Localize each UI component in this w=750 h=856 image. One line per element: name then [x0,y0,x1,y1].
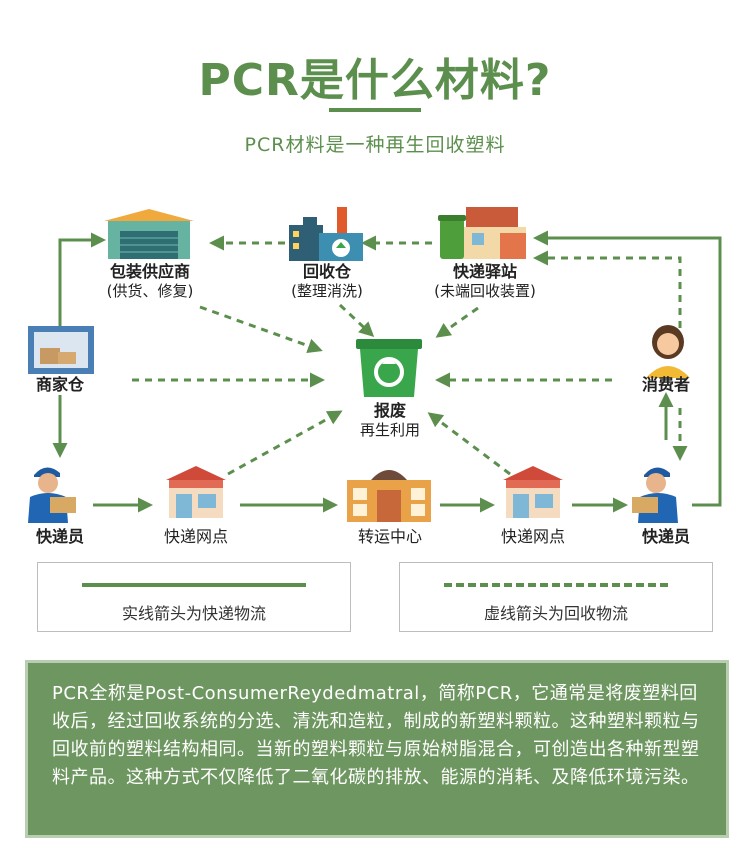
node-outlet-left: 快递网点 [164,527,228,547]
supplier-sub: (供货、修复) [106,282,194,300]
arrow-outlet2-to-bin [427,412,511,476]
page-subtitle: PCR材料是一种再生回收塑料 [244,134,506,156]
node-merchant-warehouse: 商家仓 [36,375,84,395]
arrow-consumer-to-station [533,250,682,328]
node-consumer: 消费者 [642,375,690,395]
warehouse-icon [104,209,194,259]
bin-label: 报废 [373,401,407,420]
outlet-right-label: 快递网点 [500,527,566,546]
flow-diagram [28,207,722,523]
shop-icon [503,466,563,518]
merchant-warehouse-label: 商家仓 [35,375,85,394]
arrow-supplier-to-bin [199,305,323,354]
node-courier-left: 快递员 [36,527,84,547]
express-station-sub: (未端回收装置) [434,282,536,300]
node-transfer-center: 转运中心 [358,527,422,547]
node-outlet-right: 快递网点 [501,527,565,547]
recycle-bin-icon [356,339,422,397]
bin-sub: 再生利用 [359,421,421,439]
outlet-left-label: 快递网点 [163,527,229,546]
factory-icon [289,207,363,261]
consumer-icon [646,325,690,378]
node-express-station: 快递驿站 (未端回收装置) [434,262,536,301]
legend-solid-text: 实线箭头为快递物流 [121,604,266,623]
consumer-label: 消费者 [641,375,691,394]
transfer-center-label: 转运中心 [357,527,423,546]
node-supplier: 包装供应商 (供货、修复) [107,262,194,301]
shop-icon [166,466,226,518]
express-station-label: 快递驿站 [452,262,517,281]
courier-left-label: 快递员 [35,527,85,546]
recycle-warehouse-sub: (整理消洗) [291,282,363,300]
supplier-label: 包装供应商 [109,262,190,281]
arrow-recycle-to-bin [338,303,375,338]
merchant-warehouse-icon [28,326,94,374]
title-divider [329,108,421,112]
node-recycle-warehouse: 回收仓 (整理消洗) [291,262,363,301]
building-icon [347,470,431,522]
arrow-station-to-bin [435,306,479,338]
legend-dashed-text: 虚线箭头为回收物流 [483,604,628,623]
legend-solid: 实线箭头为快递物流 [37,562,351,632]
solid-arrows [52,230,722,513]
dashed-line-sample [444,583,668,587]
courier-icon [632,467,678,523]
arrow-merchant-to-supplier [58,232,106,327]
station-icon [438,207,526,259]
arrow-outlet-to-bin [227,410,343,476]
arrow-courier-to-station [533,230,722,507]
courier-icon [28,467,76,523]
dashed-arrows [132,235,688,476]
node-courier-right: 快递员 [642,527,690,547]
info-box: PCR全称是Post-ConsumerReydedmatral，简称PCR，它通… [25,660,729,838]
recycle-warehouse-label: 回收仓 [302,262,351,281]
info-text: PCR全称是Post-ConsumerReydedmatral，简称PCR，它通… [52,683,700,788]
courier-right-label: 快递员 [641,527,691,546]
legend-dashed: 虚线箭头为回收物流 [399,562,713,632]
node-bin: 报废 再生利用 [360,401,420,440]
page-title: PCR是什么材料? [198,55,552,106]
solid-line-sample [82,583,306,587]
